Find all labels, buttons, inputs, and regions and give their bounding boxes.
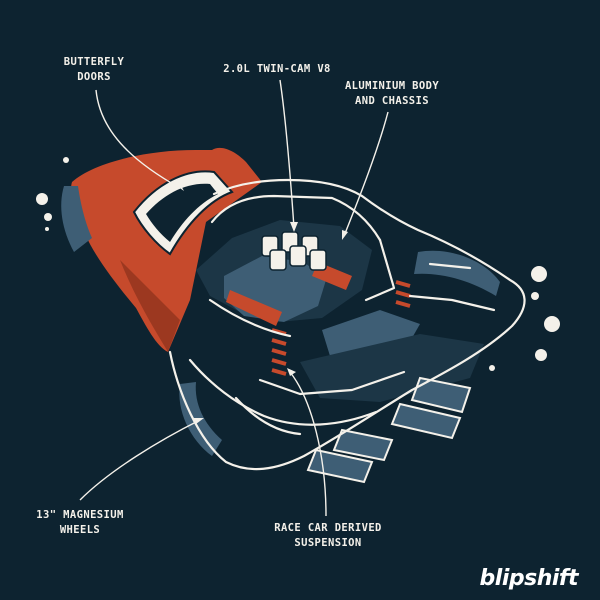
leader-wheels	[79, 419, 201, 501]
windscreen-glass	[146, 183, 218, 242]
label-magnesium-wheels: 13" MAGNESIUM WHEELS	[34, 508, 126, 538]
arrow-head-suspension	[287, 368, 296, 376]
label-line: RACE CAR DERIVED	[274, 522, 382, 534]
leader-body	[343, 111, 389, 237]
label-line: WHEELS	[59, 524, 101, 536]
leader-lines	[79, 79, 389, 517]
arrow-head-engine	[290, 222, 298, 232]
leader-doors	[95, 89, 181, 189]
rear-wheel	[414, 250, 500, 296]
front-wheel	[61, 186, 92, 252]
label-butterfly-doors: BUTTERFLY DOORS	[56, 55, 132, 85]
label-line: 2.0L TWIN-CAM V8	[223, 63, 331, 75]
exhaust-pipes	[306, 376, 472, 484]
label-line: 13" MAGNESIUM	[36, 509, 124, 521]
leader-suspension	[289, 371, 327, 517]
arrow-head-doors	[174, 180, 184, 191]
car-nose-shade	[120, 260, 180, 352]
brand-logo: blipshift	[479, 566, 579, 591]
label-line: SUSPENSION	[294, 537, 362, 549]
label-line: BUTTERFLY	[63, 56, 125, 68]
intake-trumpets	[261, 231, 327, 271]
bubble-dots	[36, 157, 560, 371]
label-line: DOORS	[77, 71, 111, 83]
label-line: AND CHASSIS	[355, 95, 429, 107]
label-line: ALUMINIUM BODY	[344, 80, 440, 92]
label-engine: 2.0L TWIN-CAM V8	[222, 62, 332, 77]
arrow-head-body	[342, 230, 348, 240]
arrow-heads	[174, 180, 348, 424]
label-suspension: RACE CAR DERIVED SUSPENSION	[268, 521, 388, 551]
leader-engine	[279, 79, 295, 229]
engine-head-left	[226, 290, 282, 326]
body-outline	[168, 178, 526, 471]
suspension-springs	[271, 280, 411, 376]
label-aluminium-body: ALUMINIUM BODY AND CHASSIS	[336, 79, 448, 109]
arrow-head-wheels	[193, 418, 204, 424]
